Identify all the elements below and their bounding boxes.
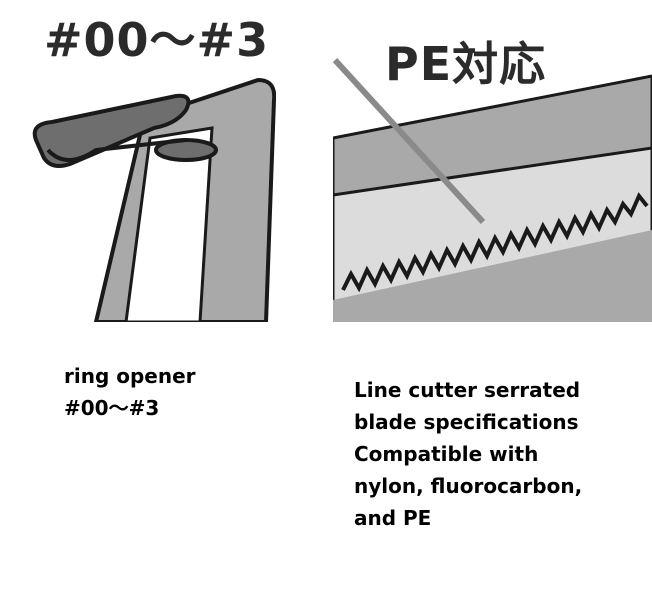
ring-opener-slot xyxy=(124,126,214,322)
pe-compatible-headline: PE対応 xyxy=(385,37,547,91)
lower-blade-shade xyxy=(333,230,652,322)
split-ring-coil xyxy=(46,138,187,162)
line-cutter-illustration: PE対応 xyxy=(333,0,652,322)
caption-line: Line cutter serrated xyxy=(354,378,581,402)
fishing-line xyxy=(333,57,486,225)
serrated-edge xyxy=(341,192,649,293)
caption-line: nylon, fluorocarbon, xyxy=(354,474,583,498)
caption-line: Compatible with xyxy=(354,442,539,466)
upper-blade xyxy=(333,74,652,212)
line-cutter-caption: Line cutter serrated blade specification… xyxy=(354,374,644,534)
line-cutter-drawing xyxy=(333,0,652,322)
split-ring xyxy=(32,93,191,168)
caption-line: #00～#3 xyxy=(64,396,160,420)
ring-opener-caption: ring opener #00～#3 xyxy=(64,360,284,424)
caption-line: and PE xyxy=(354,506,432,530)
caption-line: ring opener xyxy=(64,364,196,388)
caption-line: blade specifications xyxy=(354,410,579,434)
size-range-headline: #00～#3 xyxy=(44,13,270,67)
ring-opener-illustration: #00～#3 xyxy=(26,0,276,322)
ring-opener-drawing xyxy=(32,77,276,322)
